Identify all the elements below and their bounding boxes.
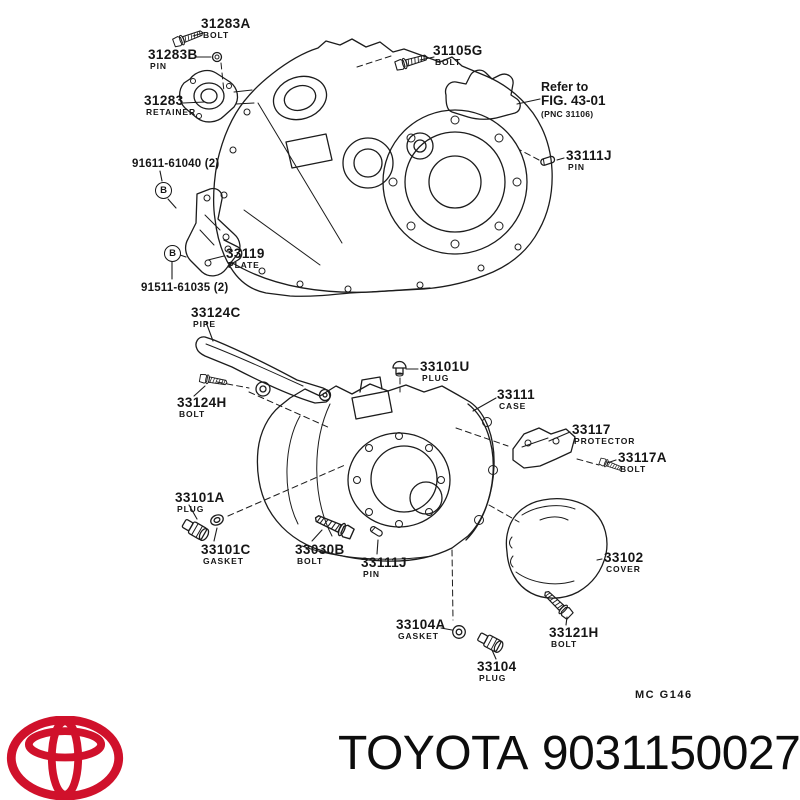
lower-transaxle-drawing xyxy=(195,336,608,599)
protector-part xyxy=(512,427,576,469)
part-label-33111j-lower: 33111J PIN xyxy=(361,555,407,580)
figure-code: MC G146 xyxy=(635,689,693,701)
part-label-33111: 33111 CASE xyxy=(497,387,536,412)
part-label-33119: 33119 PLATE xyxy=(226,246,265,271)
dashed-assembly-lines xyxy=(216,55,600,621)
part-label-33030b: 33030B BOLT xyxy=(295,542,345,567)
plug-icon xyxy=(392,360,407,377)
callout-b-badge: B xyxy=(164,245,181,262)
bolt-icon xyxy=(393,51,430,72)
gasket-ring-icon xyxy=(452,625,466,639)
retainer-part xyxy=(178,69,255,123)
pipe-part xyxy=(195,336,332,404)
part-label-33124h: 33124H BOLT xyxy=(177,395,227,420)
diagram-line-art xyxy=(159,27,624,660)
plate-part xyxy=(184,187,243,277)
part-label-33101c: 33101C GASKET xyxy=(201,542,251,567)
part-label-33101a: 33101A PLUG xyxy=(175,490,225,515)
part-label-33121h: 33121H BOLT xyxy=(549,625,599,650)
plug-icon xyxy=(475,630,506,655)
part-label-31283: 31283 RETAINER xyxy=(144,93,197,118)
plug-icon xyxy=(180,516,212,543)
toyota-logo xyxy=(6,716,124,800)
bolt-icon xyxy=(198,373,229,388)
gasket-ring-icon xyxy=(210,514,224,526)
part-label-91511-61035: 91511-61035 (2) xyxy=(141,282,229,294)
part-label-33117: 33117 PROTECTOR xyxy=(572,422,636,447)
part-label-33101u: 33101U PLUG xyxy=(420,359,470,384)
part-label-31283b: 31283B PIN xyxy=(148,47,198,72)
part-label-33104a: 33104A GASKET xyxy=(396,617,446,642)
part-label-33124c: 33124C PIPE xyxy=(191,305,241,330)
cover-part xyxy=(505,498,608,599)
upper-transaxle-drawing xyxy=(178,38,553,297)
bolt-icon xyxy=(171,27,205,49)
part-label-33117a: 33117A BOLT xyxy=(618,450,667,475)
pin-icon xyxy=(539,154,556,167)
callout-b-badge: B xyxy=(155,182,172,199)
part-number: 9031150027 xyxy=(541,727,800,780)
pin-icon xyxy=(211,51,223,63)
part-label-33104: 33104 PLUG xyxy=(477,659,517,684)
bolt-icon xyxy=(312,511,356,541)
pin-icon xyxy=(368,524,384,538)
part-label-33111j-upper: 33111J PIN xyxy=(566,148,612,173)
part-label-31283a: 31283A BOLT xyxy=(201,16,251,41)
brand-name: TOYOTA xyxy=(338,727,528,780)
part-label-33102: 33102 COVER xyxy=(604,550,644,575)
part-label-31105g: 31105G BOLT xyxy=(433,43,483,68)
refer-note: Refer to FIG. 43-01 (PNC 31106) xyxy=(541,80,606,120)
bolt-icon xyxy=(540,587,575,621)
part-label-91611-61040: 91611-61040 (2) xyxy=(132,158,220,170)
